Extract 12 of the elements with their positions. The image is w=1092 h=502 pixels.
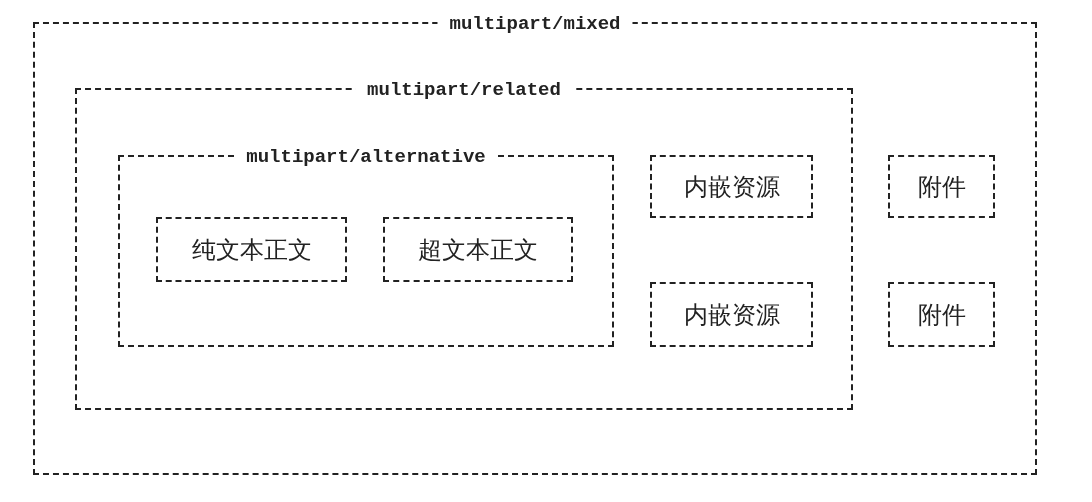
text-box xyxy=(888,155,995,218)
box-label: 附件 xyxy=(917,171,966,203)
box-label: 附件 xyxy=(917,299,966,331)
text-box xyxy=(650,282,813,347)
box-label: 内嵌资源 xyxy=(683,171,780,203)
box-label: 超文本正文 xyxy=(418,234,538,266)
box-label: 内嵌资源 xyxy=(683,299,780,331)
box-label: 纯文本正文 xyxy=(191,234,312,266)
text-box xyxy=(650,155,813,218)
text-box xyxy=(383,217,573,282)
text-box xyxy=(888,282,995,347)
text-box xyxy=(156,217,347,282)
